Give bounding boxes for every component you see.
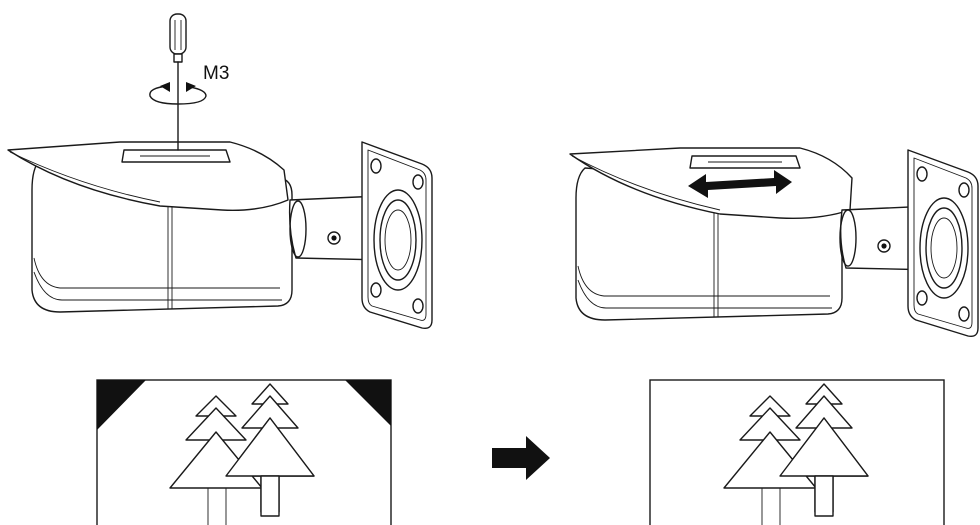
vignette-corner bbox=[97, 380, 146, 430]
view-before bbox=[96, 379, 392, 525]
slide-arrow-icon bbox=[688, 170, 792, 198]
camera-right bbox=[569, 147, 979, 338]
vignette-corner bbox=[345, 380, 391, 426]
arrow-right-icon bbox=[492, 436, 550, 480]
camera-left: M3 bbox=[7, 13, 433, 330]
view-after bbox=[649, 379, 945, 525]
screw-size-label: M3 bbox=[203, 63, 229, 84]
screwdriver-icon bbox=[169, 13, 187, 151]
rotate-arrow-icon bbox=[149, 82, 207, 105]
